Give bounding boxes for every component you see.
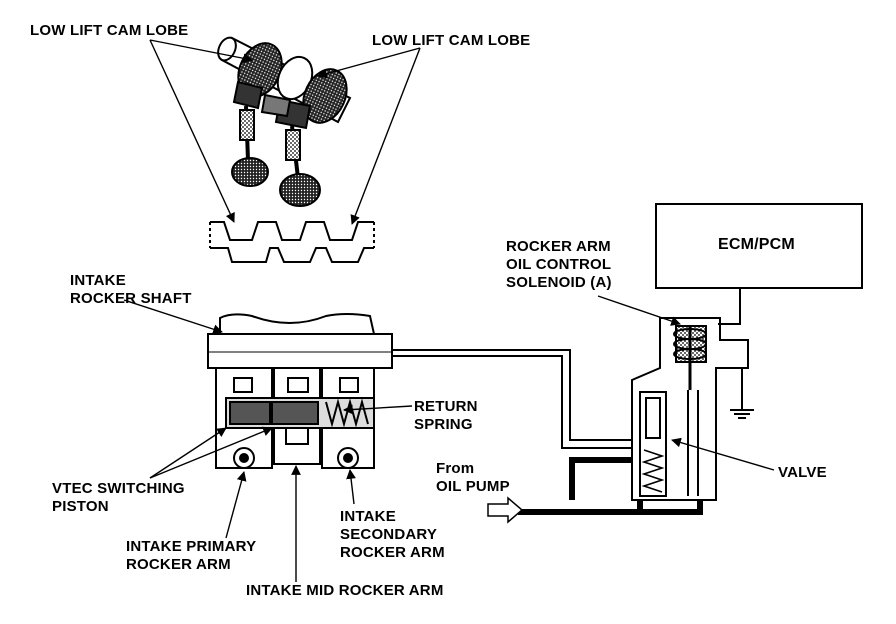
rocker-assembly [207, 313, 393, 469]
label-valve: VALVE [778, 464, 827, 481]
label-line: INTAKE PRIMARY [126, 538, 257, 555]
label-line: SPRING [414, 416, 473, 433]
label-line: OIL CONTROL [506, 256, 612, 273]
label-line: SECONDARY [340, 526, 438, 543]
top-leaders [149, 39, 421, 225]
label-line: SOLENOID (A) [506, 274, 612, 291]
label-line: INTAKE [70, 272, 126, 289]
lower-leaders [123, 295, 775, 582]
label-line: PISTON [52, 498, 109, 515]
label-ecm-pcm: ECM/PCM [718, 236, 795, 253]
label-line: ROCKER SHAFT [70, 290, 192, 307]
label-low-lift-cam-lobe-left: LOW LIFT CAM LOBE [30, 22, 189, 39]
label-intake-primary-rocker-arm: INTAKE PRIMARY ROCKER ARM [126, 538, 256, 574]
label-line: RETURN [414, 398, 478, 415]
camshaft-assembly [217, 36, 352, 207]
label-return-spring: RETURN SPRING [414, 398, 478, 434]
label-intake-mid-rocker-arm: INTAKE MID ROCKER ARM [246, 582, 444, 599]
cam-profile-strip [209, 221, 375, 263]
label-line: INTAKE [340, 508, 396, 525]
label-line: ROCKER ARM [126, 556, 231, 573]
label-rocker-arm-solenoid: ROCKER ARM OIL CONTROL SOLENOID (A) [506, 238, 612, 292]
label-intake-secondary-rocker-arm: INTAKE SECONDARY ROCKER ARM [340, 508, 445, 562]
label-line: VTEC SWITCHING [52, 480, 185, 497]
label-line: From [436, 460, 475, 477]
label-line: ROCKER ARM [506, 238, 611, 255]
label-from-oil-pump: From OIL PUMP [436, 460, 510, 496]
label-low-lift-cam-lobe-right: LOW LIFT CAM LOBE [372, 32, 531, 49]
label-line: OIL PUMP [436, 478, 510, 495]
label-intake-rocker-shaft: INTAKE ROCKER SHAFT [70, 272, 192, 308]
label-vtec-switching-piston: VTEC SWITCHING PISTON [52, 480, 185, 516]
label-line: ROCKER ARM [340, 544, 445, 561]
oil-pump-line [487, 457, 703, 524]
oil-passage [392, 349, 632, 449]
solenoid-housing [631, 317, 749, 501]
ecm-wiring [655, 203, 863, 419]
